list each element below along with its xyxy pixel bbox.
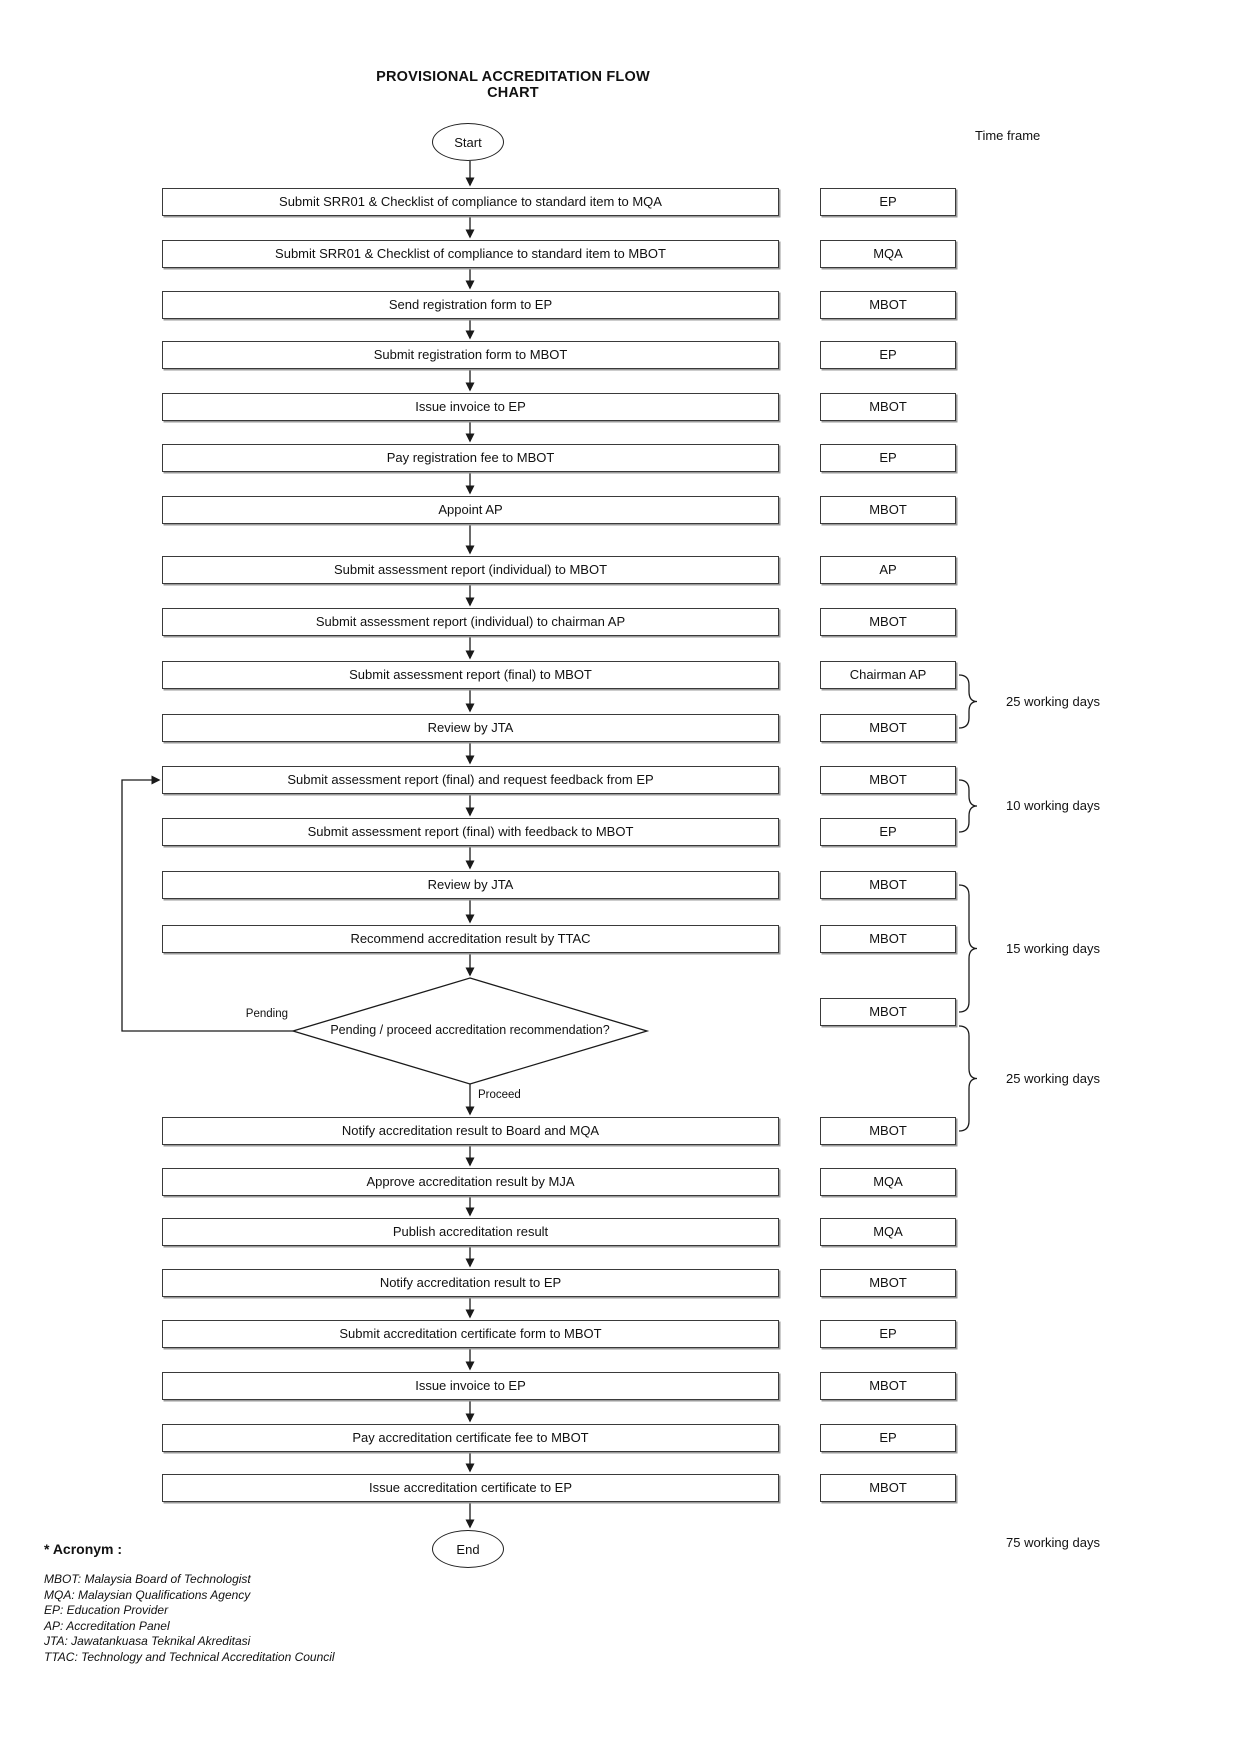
actor-box: MBOT — [820, 871, 956, 899]
timeframe-label: 25 working days — [1006, 1070, 1100, 1086]
actor-box: MBOT — [820, 1117, 956, 1145]
actor-box: MBOT — [820, 998, 956, 1026]
process-box: Submit assessment report (final) to MBOT — [162, 661, 779, 689]
acronym-item: TTAC: Technology and Technical Accredita… — [44, 1649, 335, 1664]
timeframe-brace — [958, 779, 978, 833]
acronym-heading: * Acronym : — [44, 1541, 123, 1557]
process-box: Recommend accreditation result by TTAC — [162, 925, 779, 953]
actor-box: MBOT — [820, 496, 956, 524]
timeframe-label: 25 working days — [1006, 693, 1100, 709]
branch-label-pending: Pending — [245, 1008, 288, 1020]
actor-box: MBOT — [820, 766, 956, 794]
actor-box: AP — [820, 556, 956, 584]
timeframe-brace — [958, 1025, 978, 1132]
decision-label: Pending / proceed accreditation recommen… — [330, 1023, 610, 1037]
process-box: Submit assessment report (final) and req… — [162, 766, 779, 794]
timeframe-header: Time frame — [975, 128, 1041, 143]
actor-box: EP — [820, 818, 956, 846]
process-box: Submit assessment report (individual) to… — [162, 608, 779, 636]
acronym-item: MBOT: Malaysia Board of Technologist — [44, 1572, 251, 1586]
process-box: Submit assessment report (individual) to… — [162, 556, 779, 584]
actor-box: EP — [820, 188, 956, 216]
acronym-item: EP: Education Provider — [44, 1603, 169, 1617]
timeframe-brace — [958, 884, 978, 1013]
actor-box: MBOT — [820, 393, 956, 421]
process-box: Notify accreditation result to Board and… — [162, 1117, 779, 1145]
branch-label-proceed: Proceed — [478, 1089, 521, 1101]
timeframe-label: 10 working days — [1006, 798, 1100, 813]
process-box: Publish accreditation result — [162, 1218, 779, 1246]
process-box: Review by JTA — [162, 714, 779, 742]
actor-box: EP — [820, 1320, 956, 1348]
process-box: Issue invoice to EP — [162, 393, 779, 421]
process-box: Issue invoice to EP — [162, 1372, 779, 1400]
actor-box: MQA — [820, 240, 956, 268]
process-box: Submit SRR01 & Checklist of compliance t… — [162, 188, 779, 216]
process-box: Submit registration form to MBOT — [162, 341, 779, 369]
actor-box: MBOT — [820, 1269, 956, 1297]
process-box: Submit SRR01 & Checklist of compliance t… — [162, 240, 779, 268]
timeframe-label: 15 working days — [1006, 940, 1100, 956]
actor-box: MQA — [820, 1168, 956, 1196]
actor-box: MBOT — [820, 925, 956, 953]
acronym-item: JTA: Jawatankuasa Teknikal Akreditasi — [44, 1634, 251, 1648]
process-box: Pay registration fee to MBOT — [162, 444, 779, 472]
actor-box: EP — [820, 341, 956, 369]
actor-box: MBOT — [820, 1474, 956, 1502]
process-box: Submit assessment report (final) with fe… — [162, 818, 779, 846]
process-box: Approve accreditation result by MJA — [162, 1168, 779, 1196]
actor-box: Chairman AP — [820, 661, 956, 689]
timeframe-brace — [958, 674, 978, 729]
page-title: PROVISIONAL ACCREDITATION FLOW CHART — [376, 69, 650, 101]
actor-box: EP — [820, 444, 956, 472]
actor-box: EP — [820, 1424, 956, 1452]
start-terminal: Start — [432, 123, 504, 161]
actor-box: MQA — [820, 1218, 956, 1246]
actor-box: MBOT — [820, 1372, 956, 1400]
actor-box: MBOT — [820, 714, 956, 742]
process-box: Pay accreditation certificate fee to MBO… — [162, 1424, 779, 1452]
process-box: Appoint AP — [162, 496, 779, 524]
process-box: Submit accreditation certificate form to… — [162, 1320, 779, 1348]
actor-box: MBOT — [820, 291, 956, 319]
timeframe-total-label: 75 working days — [1006, 1535, 1100, 1550]
end-label: End — [456, 1541, 480, 1557]
actor-box: MBOT — [820, 608, 956, 636]
process-box: Issue accreditation certificate to EP — [162, 1474, 779, 1502]
process-box: Notify accreditation result to EP — [162, 1269, 779, 1297]
process-box: Review by JTA — [162, 871, 779, 899]
end-terminal: End — [432, 1530, 504, 1568]
acronym-item: MQA: Malaysian Qualifications Agency — [44, 1587, 251, 1602]
acronym-item: AP: Accreditation Panel — [44, 1618, 170, 1633]
process-box: Send registration form to EP — [162, 291, 779, 319]
start-label: Start — [454, 134, 482, 150]
